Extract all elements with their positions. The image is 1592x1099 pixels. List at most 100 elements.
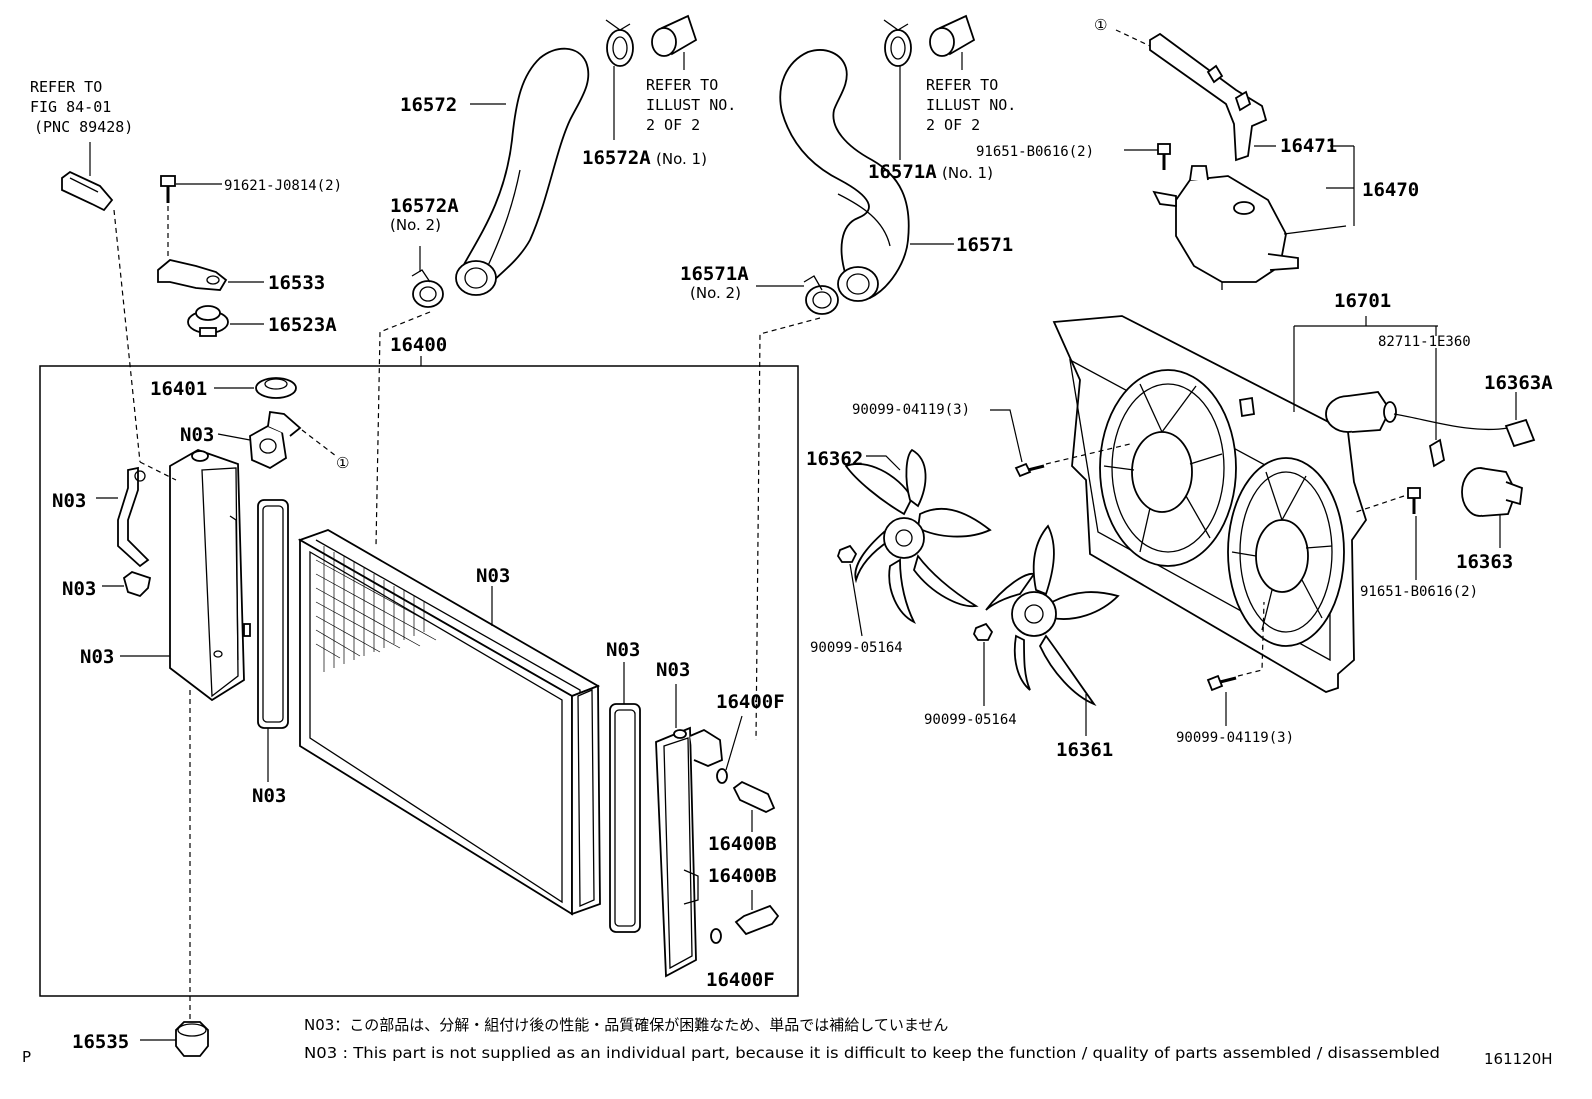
bolt-91651-upper <box>1124 143 1171 170</box>
hose-clamp-16572A-no1 <box>605 19 634 140</box>
label-16400F-upper: 16400F <box>716 691 785 713</box>
filler-neck <box>217 410 337 470</box>
label-16571A-no2: 16571A <box>680 263 749 285</box>
label-n03-left-gasket: N03 <box>252 785 286 807</box>
refer-illust-right-line3: 2 OF 2 <box>926 116 980 134</box>
drain-plug-16400B-upper <box>732 780 776 832</box>
hose-fitting <box>102 570 152 598</box>
label-16363: 16363 <box>1456 551 1513 573</box>
label-16571: 16571 <box>956 234 1013 256</box>
label-16400: 16400 <box>390 334 447 356</box>
label-16535: 16535 <box>72 1031 129 1053</box>
label-16470: 16470 <box>1362 179 1419 201</box>
gasket-left <box>257 499 289 782</box>
label-16571A-no2-sub: (No. 2) <box>690 284 741 302</box>
label-82711: 82711-1E360 <box>1378 334 1471 350</box>
label-90099-04119-lower: 90099-04119(3) <box>1176 730 1294 746</box>
fan-motor-upper <box>1325 348 1509 468</box>
refer-fig-line3: (PNC 89428) <box>34 118 133 136</box>
label-n03-pipe: N03 <box>52 490 86 512</box>
label-16363A: 16363A <box>1484 372 1553 394</box>
label-16571A-no1: 16571A <box>868 161 937 183</box>
footer-figure-code: 161120H <box>1484 1050 1553 1068</box>
label-n03-left-tank: N03 <box>80 646 114 668</box>
footer-note-english: N03 : This part is not supplied as an in… <box>304 1044 1440 1062</box>
refer-illust-left-line1: REFER TO <box>646 76 718 94</box>
refer-fig-line2: FIG 84-01 <box>30 98 111 116</box>
fan-motor-16363 <box>1461 467 1523 548</box>
label-16523A: 16523A <box>268 314 337 336</box>
temperature-sensor <box>61 142 114 212</box>
label-16572A-no2-sub: (No. 2) <box>390 216 441 234</box>
hose-clamp-16571A-no2 <box>756 275 839 315</box>
hose-clamp-16572A-no2 <box>411 246 444 308</box>
hose-dash-right <box>755 317 821 741</box>
cooling-fan-16362 <box>844 448 992 625</box>
refer-illust-left-line2: ILLUST NO. <box>646 96 736 114</box>
bolt-90099-04119-upper <box>990 409 1131 478</box>
refer-illust-right-line1: REFER TO <box>926 76 998 94</box>
cushion-16523A <box>187 305 264 337</box>
reserve-tank-hose-16471 <box>1149 32 1276 162</box>
label-16471: 16471 <box>1280 135 1337 157</box>
label-16571A-no1-sub: (No. 1) <box>942 164 993 182</box>
bolt-90099-04119-lower <box>1206 601 1265 726</box>
label-91621: 91621-J0814(2) <box>224 178 342 194</box>
label-16533: 16533 <box>268 272 325 294</box>
label-90099-05164-left: 90099-05164 <box>810 640 903 656</box>
label-90099-04119-upper: 90099-04119(3) <box>852 402 970 418</box>
label-16362: 16362 <box>806 448 863 470</box>
footer-page-letter: P <box>22 1048 31 1066</box>
right-tank <box>655 684 723 978</box>
pipe-end-left <box>651 14 698 70</box>
label-91651-lower: 91651-B0616(2) <box>1360 584 1478 600</box>
bolt-91621 <box>160 175 222 258</box>
sensor-dash-line <box>113 209 141 463</box>
label-91651-upper: 91651-B0616(2) <box>976 144 1094 160</box>
label-16572A-no2: 16572A <box>390 195 459 217</box>
label-16572: 16572 <box>400 94 457 116</box>
o-ring-16400F-upper <box>716 715 743 784</box>
nut-90099-05164-right <box>973 622 994 706</box>
connector-16363A <box>1504 392 1536 448</box>
hose-clamp-16571A-no1 <box>883 19 912 160</box>
radiator-hose-16571 <box>779 49 954 302</box>
pipe-end-right <box>929 14 976 70</box>
refer-fig-line1: REFER TO <box>30 78 102 96</box>
label-16361: 16361 <box>1056 739 1113 761</box>
label-circle-1-left: ① <box>336 454 349 472</box>
drain-plug-16400B-lower <box>734 890 780 936</box>
bolt-91651-lower <box>1355 487 1421 580</box>
label-n03-core: N03 <box>476 565 510 587</box>
o-ring-16400F-lower <box>710 928 722 944</box>
radiator-cap-16401 <box>214 377 297 399</box>
label-16400B-upper: 16400B <box>708 833 777 855</box>
drain-cock-16535 <box>140 1021 209 1057</box>
bracket-16533 <box>157 259 264 291</box>
radiator-core <box>297 529 601 916</box>
label-16400F-lower: 16400F <box>706 969 775 991</box>
label-n03-filler: N03 <box>180 424 214 446</box>
footer-note-japanese: N03：この部品は、分解・組付け後の性能・品質確保が困難なため、単品では補給して… <box>304 1016 948 1034</box>
label-16572A-no1-sub: (No. 1) <box>656 150 707 168</box>
fan-shroud-16701 <box>1052 315 1438 693</box>
nut-90099-05164-left <box>837 544 863 637</box>
reserve-tank-16470 <box>1152 145 1355 290</box>
gasket-right <box>609 662 641 933</box>
label-16401: 16401 <box>150 378 207 400</box>
radiator-hose-16572 <box>455 47 590 296</box>
refer-illust-left-line3: 2 OF 2 <box>646 116 700 134</box>
cooler-pipe <box>96 466 150 568</box>
label-n03-right-gasket: N03 <box>606 639 640 661</box>
refer-illust-right-line2: ILLUST NO. <box>926 96 1016 114</box>
left-tank <box>120 449 251 702</box>
label-16701: 16701 <box>1334 290 1391 312</box>
label-90099-05164-right: 90099-05164 <box>924 712 1017 728</box>
label-16572A-no1: 16572A <box>582 147 651 169</box>
label-n03-fitting: N03 <box>62 578 96 600</box>
label-circle-1-right: ① <box>1094 16 1107 34</box>
cooling-fan-16361 <box>985 524 1120 736</box>
label-n03-right-tank: N03 <box>656 659 690 681</box>
radiator-assembly-frame <box>39 365 799 997</box>
